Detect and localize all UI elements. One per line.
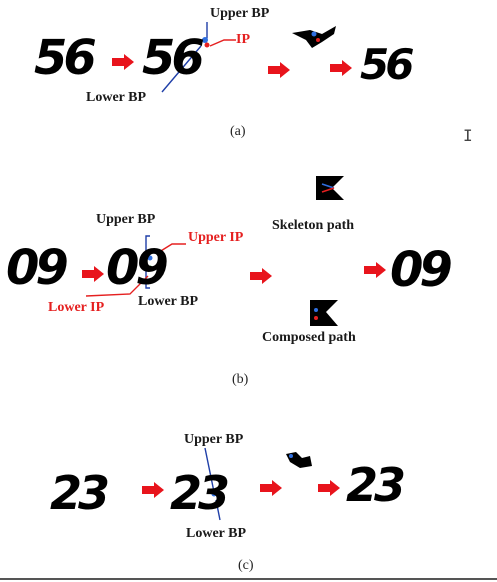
upper-ip-leader-b <box>155 243 186 255</box>
upper-bp-bracket-b <box>145 235 150 255</box>
lower-ip-leader-b <box>85 275 149 297</box>
upper-bp-label-a: Upper BP <box>210 6 270 21</box>
stroke-fragment-a <box>292 26 336 48</box>
fragment-bp-a <box>311 31 317 37</box>
red-right-arrow-icon <box>260 480 282 496</box>
skeleton-path-glyph <box>316 176 344 200</box>
caption-b: (b) <box>232 372 249 387</box>
upper-bp-leader-c <box>204 447 215 493</box>
panel-b-output-digits: 09 <box>390 242 453 298</box>
lower-bp-leader-a <box>161 45 202 93</box>
panel-c-marked-digits: 23 <box>170 466 230 520</box>
upper-bp-label-c: Upper BP <box>184 432 244 447</box>
bp-point-c <box>211 491 217 497</box>
red-right-arrow-icon <box>330 60 352 76</box>
red-right-arrow-icon <box>318 480 340 496</box>
red-right-arrow-icon <box>250 268 272 284</box>
fragment-ip-a <box>316 38 320 42</box>
upper-ip-label-b: Upper IP <box>188 230 244 245</box>
ip-leader-a <box>209 39 236 47</box>
bp-point-a <box>202 37 208 43</box>
red-right-arrow-icon <box>112 54 134 70</box>
upper-bp-label-b: Upper BP <box>96 212 156 227</box>
text-cursor-icon: I <box>463 126 473 145</box>
panel-a-input-digits: 56 <box>34 30 97 86</box>
ip-point-b <box>147 265 153 271</box>
lower-bp-label-b: Lower BP <box>138 294 199 309</box>
caption-a: (a) <box>230 124 246 139</box>
lower-bp-label-a: Lower BP <box>86 90 147 105</box>
caption-c: (c) <box>238 558 254 573</box>
lower-bp-label-c: Lower BP <box>186 526 247 541</box>
skeleton-path-label: Skeleton path <box>272 218 355 233</box>
bp-point-b <box>147 255 153 261</box>
lower-bp-leader-c <box>215 499 221 521</box>
composed-path-glyph <box>310 300 338 326</box>
panel-b-input-digits: 09 <box>6 240 69 296</box>
fragment-bp-c <box>289 454 293 458</box>
panel-a-marked-digits: 56 <box>142 30 205 86</box>
panel-c-input-digits: 23 <box>50 466 110 520</box>
composed-path-label: Composed path <box>262 330 356 345</box>
ip-label-a: IP <box>236 32 250 47</box>
red-right-arrow-icon <box>268 62 290 78</box>
bottom-divider <box>0 578 497 580</box>
panel-c-output-digits: 23 <box>346 458 406 512</box>
red-right-arrow-icon <box>364 262 386 278</box>
panel-a-output-digits: 56 <box>360 40 414 89</box>
lower-ip-label-b: Lower IP <box>48 300 105 315</box>
red-right-arrow-icon <box>82 266 104 282</box>
ip-point-a <box>204 42 210 48</box>
red-right-arrow-icon <box>142 482 164 498</box>
panel-b-marked-digits: 09 <box>106 240 169 296</box>
lower-bp-bracket-b <box>145 269 150 289</box>
